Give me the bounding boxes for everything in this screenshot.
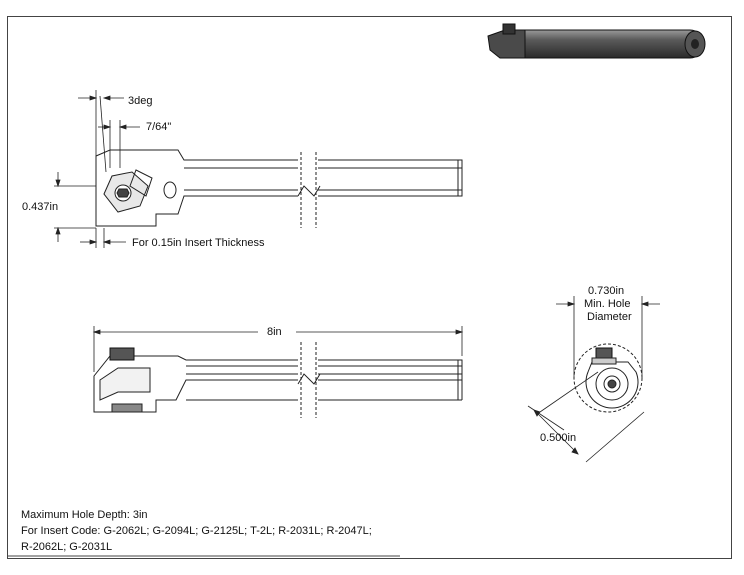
drawing-notes: Maximum Hole Depth: 3in For Insert Code:… <box>21 507 372 555</box>
insert-codes-note-line1: For Insert Code: G-2062L; G-2094L; G-212… <box>21 525 372 537</box>
front-view-profile <box>93 340 463 420</box>
insert-thickness-label: For 0.15in Insert Thickness <box>132 237 265 249</box>
top-view-profile <box>95 149 463 230</box>
sheet-border <box>7 16 732 559</box>
top-view-dimensions <box>54 90 140 248</box>
length-dimension <box>92 326 464 372</box>
min-hole-label-line1: Min. Hole <box>584 298 631 310</box>
shank-diameter-label: 0.500in <box>540 432 577 444</box>
end-view-profile <box>573 343 643 413</box>
end-view-dimensions <box>527 296 660 463</box>
min-hole-diameter-value: 0.730in <box>588 285 625 297</box>
insert-codes-note-line2: R-2062L; G-2031L <box>21 541 113 553</box>
clearance-dimension-label: 7/64" <box>146 121 172 133</box>
angle-dimension-label: 3deg <box>128 95 153 107</box>
iso-tool-thumbnail <box>487 23 706 59</box>
min-hole-label-line2: Diameter <box>587 311 632 323</box>
length-dimension-label: 8in <box>267 326 282 338</box>
height-dimension-label: 0.437in <box>22 201 59 213</box>
hole-depth-note: Maximum Hole Depth: 3in <box>21 509 148 521</box>
